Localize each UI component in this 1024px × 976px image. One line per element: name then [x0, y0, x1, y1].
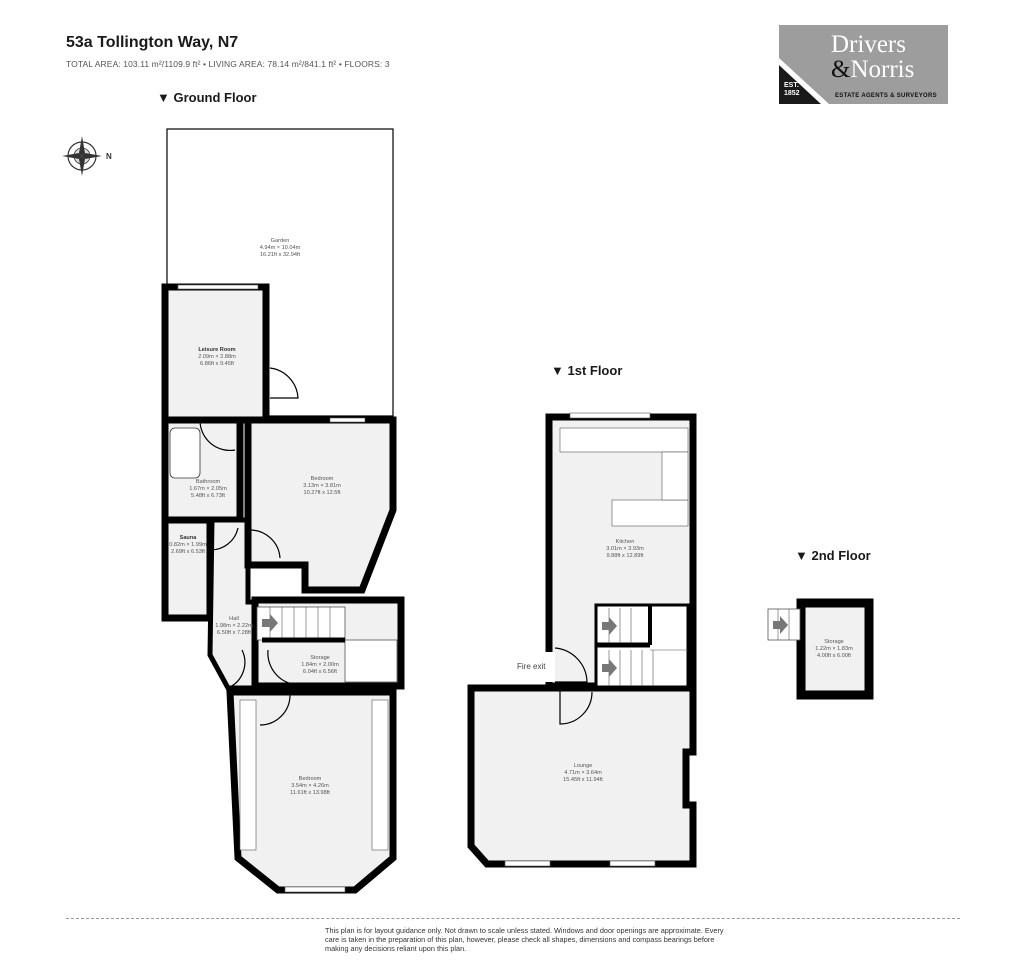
- window: [329, 417, 366, 423]
- window: [569, 412, 651, 419]
- svg-text:1.84m × 2.00m: 1.84m × 2.00m: [301, 662, 339, 668]
- window: [284, 886, 346, 893]
- door-icon: [267, 649, 301, 686]
- property-address: 53a Tollington Way, N7: [66, 34, 239, 51]
- bedroom-upper: [244, 416, 397, 594]
- svg-text:Kitchen: Kitchen: [616, 539, 635, 545]
- svg-text:3.54m × 4.26m: 3.54m × 4.26m: [291, 783, 329, 789]
- door-icon: [209, 527, 239, 551]
- svg-text:0.82m × 1.99m: 0.82m × 1.99m: [169, 542, 207, 548]
- svg-text:2.69ft x 6.53ft: 2.69ft x 6.53ft: [171, 549, 205, 555]
- svg-text:3.01m × 3.93m: 3.01m × 3.93m: [606, 546, 644, 552]
- area-summary: TOTAL AREA: 103.11 m²/1109.9 ft² • LIVIN…: [66, 59, 390, 69]
- stairs-arrow-icon: [602, 659, 617, 677]
- lounge-label: Lounge 4.71m × 3.64m 15.45ft x 11.94ft: [563, 763, 603, 783]
- bedroom-upper-label: Bedroom 3.13m × 3.81m 10.27ft x 12.5ft: [303, 476, 341, 496]
- bedroom-lower: [226, 688, 397, 894]
- bedroom-lower-label: Bedroom 3.54m × 4.26m 11.61ft x 13.98ft: [290, 776, 330, 796]
- svg-text:11.61ft x 13.98ft: 11.61ft x 13.98ft: [290, 790, 330, 796]
- svg-text:4.71m × 3.64m: 4.71m × 3.64m: [564, 770, 602, 776]
- svg-text:1.22m × 1.83m: 1.22m × 1.83m: [815, 646, 853, 652]
- logo-tagline: ESTATE AGENTS & SURVEYORS: [835, 93, 937, 99]
- compass-north-label: N: [106, 152, 112, 161]
- storage-label: Storage 1.84m × 2.00m 6.04ft x 6.56ft: [301, 655, 339, 675]
- svg-text:Hall: Hall: [229, 616, 239, 622]
- logo-text-drivers: Drivers: [831, 31, 906, 58]
- svg-text:2.09m × 2.88m: 2.09m × 2.88m: [198, 354, 236, 360]
- door-icon: [227, 649, 246, 689]
- kitchen-counter: [559, 427, 689, 453]
- fire-exit-label: Fire exit: [517, 662, 546, 671]
- kitchen-island: [611, 499, 689, 527]
- logo-corner-shape: [779, 58, 829, 104]
- svg-text:6.04ft x 6.56ft: 6.04ft x 6.56ft: [303, 669, 337, 675]
- svg-text:6.86ft x 9.45ft: 6.86ft x 9.45ft: [200, 361, 234, 367]
- svg-text:Garden: Garden: [271, 238, 290, 244]
- second-floor-storage-label: Storage 1.22m × 1.83m 4.00ft x 6.00ft: [815, 639, 853, 659]
- first-floor-stairs: [594, 603, 690, 689]
- svg-text:Lounge: Lounge: [574, 763, 593, 769]
- footer-divider: [66, 918, 960, 919]
- door-icon: [269, 367, 299, 399]
- svg-text:4.94m × 10.04m: 4.94m × 10.04m: [260, 245, 301, 251]
- door-icon: [249, 529, 281, 559]
- garden-label: Garden 4.94m × 10.04m 16.21ft x 32.94ft: [260, 238, 301, 258]
- kitchen-unit: [661, 451, 689, 501]
- sauna-label: Sauna 0.82m × 1.99m 2.69ft x 6.53ft: [169, 535, 207, 555]
- svg-text:15.45ft x 11.94ft: 15.45ft x 11.94ft: [563, 777, 603, 783]
- kitchen-label: Kitchen 3.01m × 3.93m 9.88ft x 12.89ft: [606, 539, 644, 559]
- svg-text:5.48ft x 6.73ft: 5.48ft x 6.73ft: [191, 493, 225, 499]
- bathroom-label: Bathroom 1.67m × 2.05m 5.48ft x 6.73ft: [189, 479, 227, 499]
- ground-stairs: [256, 606, 346, 641]
- svg-text:Storage: Storage: [824, 639, 844, 645]
- second-floor-stairs: [767, 608, 801, 641]
- logo-text-norris: &Norris: [831, 56, 915, 83]
- first-floor-label: ▼ 1st Floor: [551, 363, 623, 378]
- stairs-arrow-icon: [602, 617, 617, 635]
- svg-text:16.21ft x 32.94ft: 16.21ft x 32.94ft: [260, 252, 301, 258]
- stairs-arrow-icon: [773, 616, 788, 634]
- svg-text:Leisure Room: Leisure Room: [198, 347, 235, 353]
- svg-text:Storage: Storage: [310, 655, 330, 661]
- svg-text:10.27ft x 12.5ft: 10.27ft x 12.5ft: [303, 490, 340, 496]
- logo-established: EST.1852: [784, 82, 800, 97]
- second-floor-storage: [796, 598, 874, 700]
- window: [609, 860, 656, 867]
- svg-text:9.88ft x 12.89ft: 9.88ft x 12.89ft: [606, 553, 643, 559]
- agency-logo: Drivers &Norris ESTATE AGENTS & SURVEYOR…: [779, 25, 948, 104]
- leisure-room-label: Leisure Room 2.09m × 2.88m 6.86ft x 9.45…: [198, 347, 236, 367]
- svg-text:Bedroom: Bedroom: [311, 476, 334, 482]
- svg-text:4.00ft x 6.00ft: 4.00ft x 6.00ft: [817, 653, 851, 659]
- svg-text:6.50ft x 7.28ft: 6.50ft x 7.28ft: [217, 630, 251, 636]
- disclaimer: This plan is for layout guidance only. N…: [325, 926, 724, 953]
- garden-outline: [166, 128, 394, 417]
- hall-label: Hall 1.98m × 2.22m 6.50ft x 7.28ft: [215, 616, 253, 636]
- lounge: [467, 684, 697, 868]
- stairs-arrow-icon: [262, 614, 278, 632]
- svg-text:Bathroom: Bathroom: [196, 479, 221, 485]
- svg-text:1.67m × 2.05m: 1.67m × 2.05m: [189, 486, 227, 492]
- wardrobe: [239, 699, 257, 851]
- door-icon: [559, 690, 593, 725]
- compass-icon: N: [62, 136, 112, 176]
- cupboard: [344, 639, 398, 683]
- window: [504, 860, 551, 867]
- bath-icon: [169, 427, 201, 479]
- wardrobe: [371, 699, 389, 851]
- svg-text:Bedroom: Bedroom: [299, 776, 322, 782]
- window: [177, 284, 259, 290]
- door-icon: [199, 419, 236, 452]
- fire-exit-door-icon: [554, 647, 588, 683]
- svg-text:3.13m × 3.81m: 3.13m × 3.81m: [303, 483, 341, 489]
- second-floor-label: ▼ 2nd Floor: [795, 548, 871, 563]
- door-icon: [259, 694, 291, 726]
- ground-floor-label: ▼ Ground Floor: [157, 90, 257, 105]
- fire-exit-opening: [545, 652, 555, 682]
- svg-text:1.98m × 2.22m: 1.98m × 2.22m: [215, 623, 253, 629]
- svg-text:Sauna: Sauna: [180, 535, 198, 541]
